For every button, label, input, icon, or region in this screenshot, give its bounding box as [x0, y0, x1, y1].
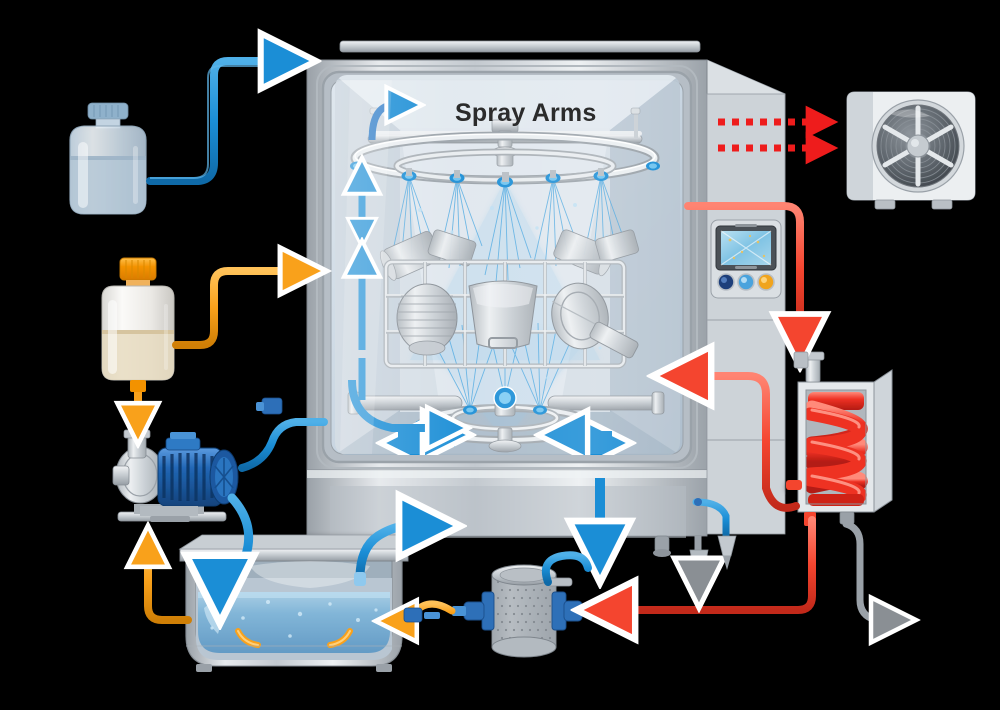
wash-tank — [178, 534, 409, 672]
flow-chamber-to-tank — [354, 526, 436, 586]
panel-buttons[interactable] — [717, 273, 775, 291]
flow-hot-supply-down — [684, 202, 808, 368]
flow-pump-to-tank — [220, 493, 249, 596]
fresh-water-tank — [69, 102, 147, 215]
control-panel[interactable] — [710, 219, 782, 299]
flow-hot-return-chamber — [676, 376, 800, 512]
flow-fresh-water-in — [146, 61, 294, 185]
boiler-heat-exchanger — [786, 351, 893, 526]
heating-coil-icon — [806, 392, 868, 506]
flow-chamber-to-filter — [541, 478, 600, 582]
filter-unit — [452, 564, 590, 658]
flow-filter-to-tank — [392, 604, 456, 622]
flow-detergent-dose — [172, 271, 308, 349]
flow-pump-to-chamber — [238, 397, 328, 472]
exhaust-fan-unit — [846, 91, 976, 210]
flow-boiler-drain — [842, 520, 898, 620]
flow-tank-to-pump — [148, 542, 192, 624]
circulation-pump — [112, 429, 239, 522]
detergent-tank — [101, 257, 175, 392]
flow-waste-drain — [690, 536, 708, 588]
spray-arms-label: Spray Arms — [455, 99, 597, 127]
machine-drain-hose — [692, 498, 737, 570]
flow-hot-return-filter — [600, 516, 816, 610]
wash-chamber — [306, 40, 786, 557]
